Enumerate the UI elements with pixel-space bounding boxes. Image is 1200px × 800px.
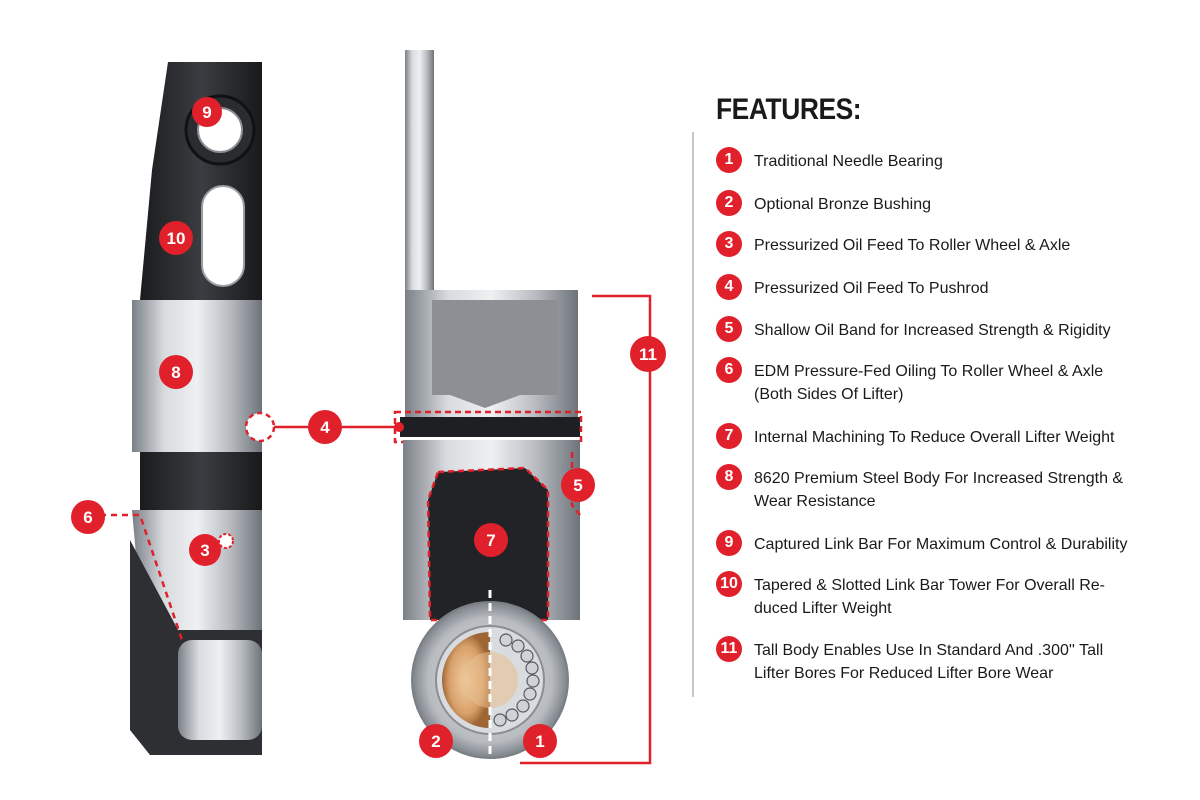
- feature-text-line: 8620 Premium Steel Body For Increased St…: [754, 470, 1124, 487]
- feature-text-line: Pressurized Oil Feed To Roller Wheel & A…: [754, 237, 1071, 254]
- feature-text: Optional Bronze Bushing: [754, 193, 1129, 216]
- feature-text-line: Shallow Oil Band for Increased Strength …: [754, 322, 1111, 339]
- feature-item-7: 7 Internal Machining To Reduce Overall Li…: [716, 423, 1136, 449]
- feature-item-6: 6 EDM Pressure-Fed Oiling To Roller Wheel…: [716, 357, 1136, 406]
- feature-item-8: 8 8620 Premium Steel Body For Increased S…: [716, 464, 1136, 513]
- feature-number-badge: 3: [716, 231, 742, 257]
- features-heading: FEATURES:: [716, 93, 862, 126]
- lifter-section-view: [274, 50, 652, 770]
- callout-3: 3: [189, 534, 221, 566]
- feature-item-1: 1 Traditional Needle Bearing: [716, 147, 1136, 173]
- feature-number-badge: 11: [716, 636, 742, 662]
- svg-text:11: 11: [639, 345, 657, 364]
- feature-number-badge: 10: [716, 571, 742, 597]
- feature-number-badge: 5: [716, 316, 742, 342]
- feature-text-line: Traditional Needle Bearing: [754, 153, 943, 170]
- svg-text:3: 3: [200, 541, 209, 560]
- feature-text: Captured Link Bar For Maximum Control & …: [754, 533, 1129, 556]
- feature-item-11: 11 Tall Body Enables Use In Standard And …: [716, 636, 1136, 685]
- feature-text: Shallow Oil Band for Increased Strength …: [754, 319, 1129, 342]
- feature-text-line: Tall Body Enables Use In Standard And .3…: [754, 642, 1104, 659]
- callout-6: 6: [71, 500, 105, 534]
- feature-text: Tapered & Slotted Link Bar Tower For Ove…: [754, 574, 1129, 620]
- svg-text:2: 2: [431, 732, 440, 751]
- feature-text-line: Captured Link Bar For Maximum Control & …: [754, 536, 1128, 553]
- feature-text-line: Tapered & Slotted Link Bar Tower For Ove…: [754, 577, 1105, 594]
- feature-text-line: duced Lifter Weight: [754, 600, 892, 617]
- svg-text:7: 7: [486, 531, 495, 550]
- callout-5: 5: [561, 468, 595, 502]
- svg-text:1: 1: [535, 732, 544, 751]
- svg-text:9: 9: [202, 103, 211, 122]
- callout-10: 10: [159, 221, 193, 255]
- feature-text: Internal Machining To Reduce Overall Lif…: [754, 426, 1129, 449]
- svg-text:10: 10: [167, 229, 186, 248]
- feature-text: Tall Body Enables Use In Standard And .3…: [754, 639, 1129, 685]
- callout-11: 11: [630, 336, 666, 372]
- lifter-side-view: [100, 62, 276, 755]
- lifter-illustration: 9 10 8 4 6 3 7 5 11 2 1: [71, 50, 666, 770]
- feature-number-badge: 7: [716, 423, 742, 449]
- feature-number-badge: 4: [716, 274, 742, 300]
- feature-text: EDM Pressure-Fed Oiling To Roller Wheel …: [754, 360, 1129, 406]
- feature-number-badge: 9: [716, 530, 742, 556]
- svg-text:8: 8: [171, 363, 180, 382]
- svg-text:6: 6: [83, 508, 92, 527]
- feature-text-line: Lifter Bores For Reduced Lifter Bore Wea…: [754, 665, 1054, 682]
- feature-number-badge: 8: [716, 464, 742, 490]
- callout-2: 2: [419, 724, 453, 758]
- feature-text-line: (Both Sides Of Lifter): [754, 386, 904, 403]
- feature-item-9: 9 Captured Link Bar For Maximum Control &…: [716, 530, 1136, 556]
- feature-item-2: 2 Optional Bronze Bushing: [716, 190, 1136, 216]
- feature-number-badge: 1: [716, 147, 742, 173]
- feature-text-line: Pressurized Oil Feed To Pushrod: [754, 280, 989, 297]
- feature-text: Pressurized Oil Feed To Pushrod: [754, 277, 1129, 300]
- callout-8: 8: [159, 355, 193, 389]
- feature-item-5: 5 Shallow Oil Band for Increased Strength…: [716, 316, 1136, 342]
- feature-text-line: Internal Machining To Reduce Overall Lif…: [754, 429, 1115, 446]
- features-divider: [692, 132, 694, 697]
- feature-item-3: 3 Pressurized Oil Feed To Roller Wheel & …: [716, 231, 1136, 257]
- callout-1: 1: [523, 724, 557, 758]
- callout-7: 7: [474, 523, 508, 557]
- feature-item-4: 4 Pressurized Oil Feed To Pushrod: [716, 274, 1136, 300]
- svg-text:4: 4: [320, 418, 330, 437]
- feature-text-line: Optional Bronze Bushing: [754, 196, 931, 213]
- feature-text: Pressurized Oil Feed To Roller Wheel & A…: [754, 234, 1129, 257]
- feature-text: Traditional Needle Bearing: [754, 150, 1129, 173]
- callout-4: 4: [308, 410, 342, 444]
- callout-9: 9: [192, 97, 222, 127]
- feature-text-line: Wear Resistance: [754, 493, 876, 510]
- feature-number-badge: 2: [716, 190, 742, 216]
- svg-text:5: 5: [573, 476, 582, 495]
- feature-item-10: 10 Tapered & Slotted Link Bar Tower For O…: [716, 571, 1136, 620]
- feature-text: 8620 Premium Steel Body For Increased St…: [754, 467, 1129, 513]
- feature-number-badge: 6: [716, 357, 742, 383]
- feature-text-line: EDM Pressure-Fed Oiling To Roller Wheel …: [754, 363, 1104, 380]
